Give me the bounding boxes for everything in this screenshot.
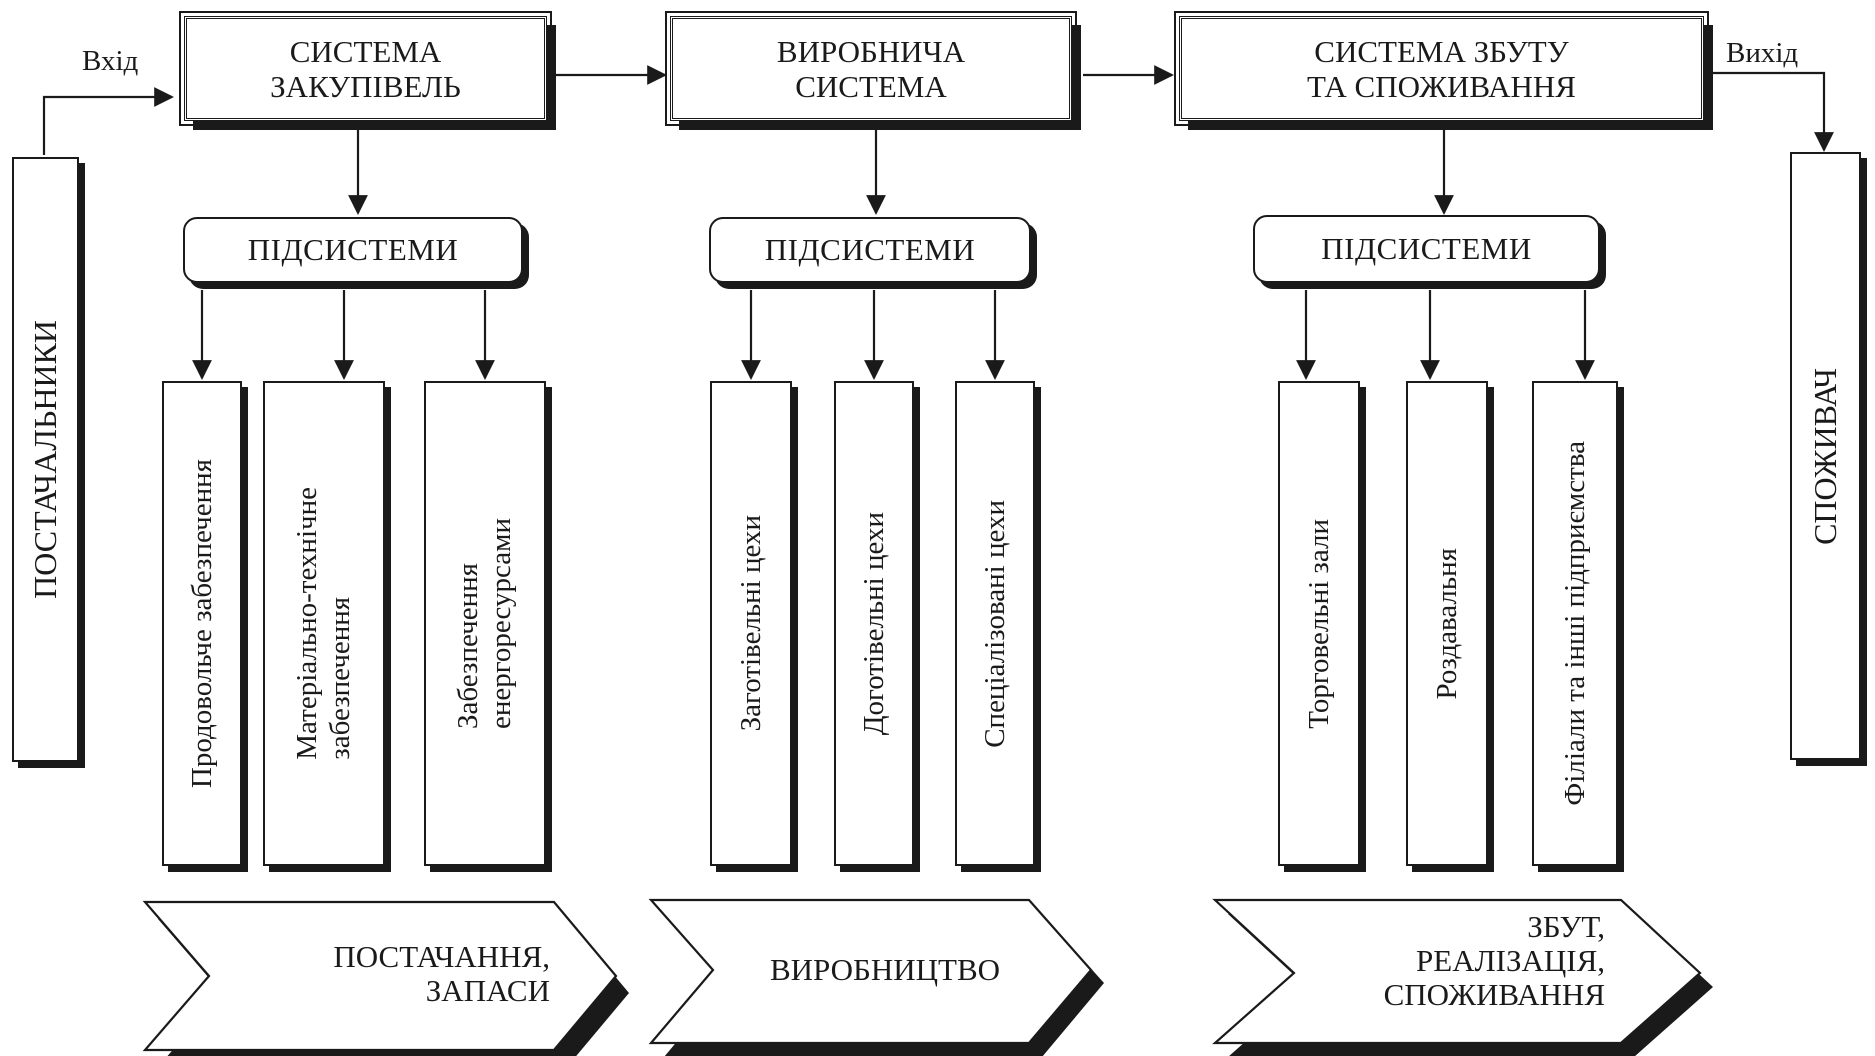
production-system-box: ВИРОБНИЧА СИСТЕМА [665,11,1077,126]
unit-label: Торговельні зали [1302,518,1335,729]
stage-label-supply: ПОСТАЧАННЯ, ЗАПАСИ [333,939,550,1008]
suppliers-label: ПОСТАЧАЛЬНИКИ [27,320,63,599]
sales-unit-branches: Філіали та інші підприємства [1532,381,1618,866]
purchasing-subsystems-box: ПІДСИСТЕМИ [183,217,523,283]
unit-label: Забезпечення енергоресурсами [452,518,517,729]
purchasing-subsystems-label: ПІДСИСТЕМИ [247,232,459,267]
production-unit-specialized: Спеціалізовані цехи [955,381,1035,866]
unit-label: Продовольче забезпечення [185,458,218,789]
input-label: Вхід [82,45,139,77]
purchasing-system-title: СИСТЕМА ЗАКУПІВЕЛЬ [270,33,461,104]
sales-subsystems-label: ПІДСИСТЕМИ [1321,231,1532,266]
output-label: Вихід [1726,37,1799,69]
unit-label: Матеріально-технічне забезпечення [291,487,356,760]
production-subsystems-label: ПІДСИСТЕМИ [764,232,976,267]
purchasing-unit-material: Матеріально-технічне забезпечення [263,381,385,866]
purchasing-unit-energy: Забезпечення енергоресурсами [424,381,546,866]
stage-label-production: ВИРОБНИЦТВО [769,952,1001,987]
stage-label-sales: ЗБУТ, РЕАЛІЗАЦІЯ, СПОЖИВАННЯ [1383,909,1605,1012]
stage-chevron-3 [1212,898,1702,1045]
sales-system-box: СИСТЕМА ЗБУТУ ТА СПОЖИВАННЯ [1174,11,1709,126]
suppliers-box: ПОСТАЧАЛЬНИКИ [12,157,79,762]
production-system-title: ВИРОБНИЧА СИСТЕМА [776,33,966,104]
purchasing-unit-food: Продовольче забезпечення [162,381,242,866]
production-subsystems-box: ПІДСИСТЕМИ [709,217,1031,283]
production-unit-finishing: Доготівельні цехи [834,381,914,866]
stage-chevrons [142,898,1713,1056]
input-arrow [42,87,174,155]
production-unit-blank: Заготівельні цехи [710,381,792,866]
unit-label: Заготівельні цехи [734,515,767,732]
output-arrow [1713,71,1834,152]
stage-chevron-1 [142,900,618,1052]
purchasing-system-box: СИСТЕМА ЗАКУПІВЕЛЬ [179,11,552,126]
consumer-box: СПОЖИВАЧ [1790,152,1861,760]
sales-unit-distribution: Роздавальня [1406,381,1488,866]
unit-label: Доготівельні цехи [857,511,890,736]
consumer-label: СПОЖИВАЧ [1807,367,1843,545]
sales-subsystems-box: ПІДСИСТЕМИ [1253,215,1600,283]
sales-unit-halls: Торговельні зали [1278,381,1360,866]
unit-label: Спеціалізовані цехи [978,499,1011,748]
unit-label: Роздавальня [1430,547,1463,700]
unit-label: Філіали та інші підприємства [1558,441,1591,806]
stage-chevron-2 [648,898,1093,1045]
sales-system-title: СИСТЕМА ЗБУТУ ТА СПОЖИВАННЯ [1307,33,1576,104]
